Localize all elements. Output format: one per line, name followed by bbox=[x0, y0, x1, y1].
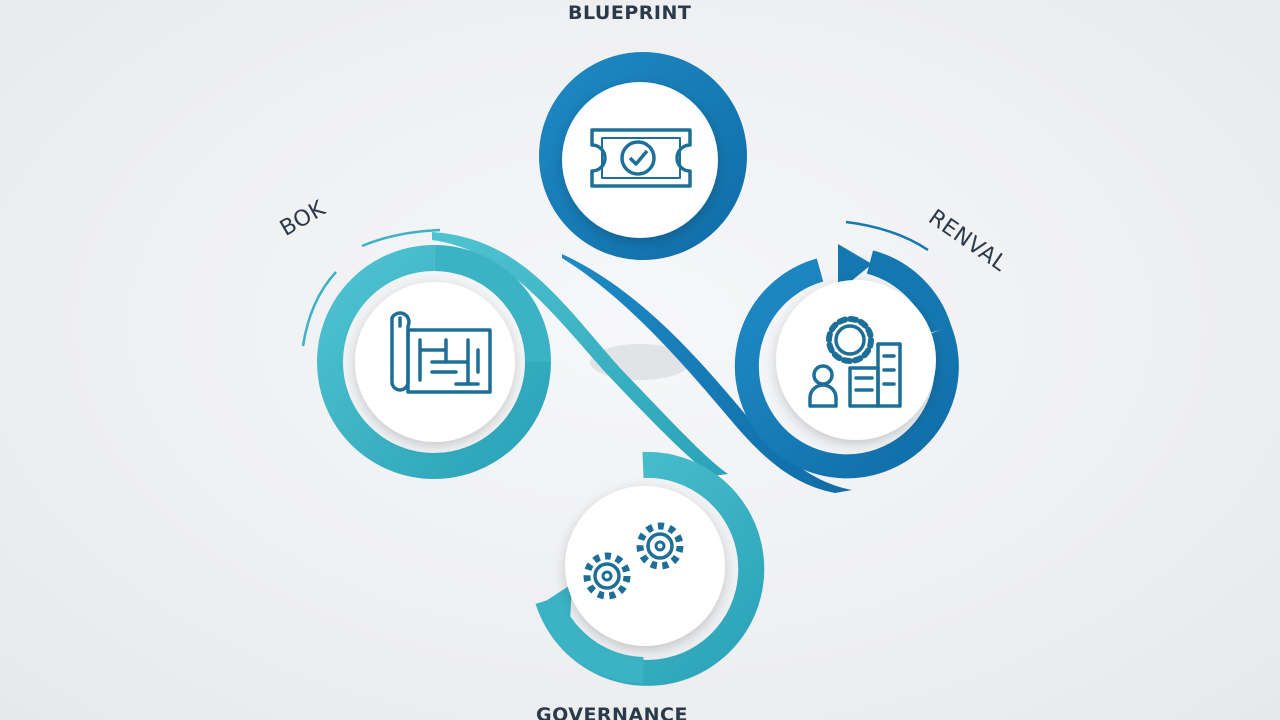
swoosh-blue bbox=[562, 254, 852, 493]
node-renval bbox=[734, 244, 959, 479]
node-label-blueprint: BLUEPRINT bbox=[568, 2, 692, 24]
node-governance bbox=[535, 451, 765, 686]
accent-arc-left bbox=[301, 271, 337, 347]
gear-worker-building-icon bbox=[808, 316, 902, 408]
node-blueprint bbox=[539, 52, 747, 260]
accent-arc-left-top bbox=[361, 228, 441, 248]
cycle-arrowhead-right bbox=[838, 244, 872, 292]
node-bok bbox=[317, 244, 551, 479]
ticket-check-icon bbox=[590, 128, 692, 188]
gears-icon bbox=[583, 522, 684, 600]
swoosh-teal bbox=[432, 232, 728, 476]
blueprint-scroll-icon bbox=[390, 311, 492, 394]
accent-arc-right bbox=[845, 220, 929, 252]
cycle-arrowhead-bottom bbox=[538, 584, 572, 622]
node-label-governance: GOVERNANCE bbox=[536, 704, 688, 720]
